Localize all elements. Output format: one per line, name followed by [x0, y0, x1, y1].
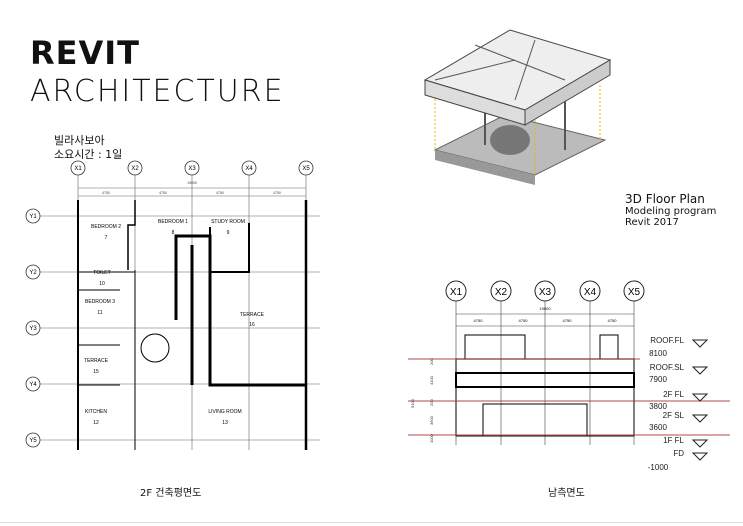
floor-plan: X1 X2 X3 X4 X5 Y1 Y2 Y3 Y4 Y5 19000 4750… — [25, 160, 320, 450]
grid-x4: X4 — [584, 287, 597, 298]
room-label: TOILET — [93, 270, 110, 276]
room-number: 11 — [97, 310, 102, 316]
grid-x5: X5 — [628, 287, 641, 298]
elevation-caption: 남측면도 — [548, 488, 585, 499]
project-name: 빌라사보아 — [54, 134, 105, 147]
room-number: 12 — [93, 420, 99, 426]
grid-y2: Y2 — [29, 270, 37, 276]
level-value: -1000 — [648, 463, 669, 472]
dim-span: 4750 — [273, 191, 281, 195]
dim-span: 4750 — [216, 191, 224, 195]
grid-x2: X2 — [495, 287, 508, 298]
3d-model-image — [423, 29, 612, 185]
room-number: 16 — [249, 322, 255, 328]
dim-vertical: 200 — [429, 399, 434, 406]
level-name: 2F SL — [663, 411, 685, 420]
room-label: BEDROOM 2 — [91, 224, 121, 230]
dim-vertical: 1000 — [429, 433, 434, 443]
dim-total: 19000 — [187, 181, 197, 185]
title-revit: REVIT — [30, 34, 140, 72]
project-duration: 소요시간 : 1일 — [54, 148, 123, 161]
room-label: STUDY ROOM — [211, 219, 245, 225]
grid-x2: X2 — [131, 166, 139, 172]
3d-program-version: Revit 2017 — [625, 217, 679, 228]
room-label: TERRACE — [84, 358, 109, 364]
room-number: 10 — [99, 281, 105, 287]
level-name: 2F FL — [663, 390, 684, 399]
grid-x1: X1 — [450, 287, 463, 298]
dim-span: 4750 — [608, 318, 618, 323]
3d-info: 3D Floor Plan Modeling program Revit 201… — [625, 192, 716, 228]
plan-caption: 2F 건축평면도 — [140, 488, 202, 499]
level-name: ROOF.FL — [650, 336, 684, 345]
3d-program-label: Modeling program — [625, 206, 717, 217]
dim-span: 4750 — [102, 191, 110, 195]
grid-x5: X5 — [302, 166, 310, 172]
grid-x4: X4 — [245, 166, 253, 172]
grid-y4: Y4 — [29, 382, 37, 388]
grid-y3: Y3 — [29, 326, 37, 332]
title-architecture: ARCHITECTURE — [30, 74, 285, 109]
room-label: TERRACE — [240, 312, 265, 318]
room-number: 8 — [172, 230, 175, 236]
level-name: FD — [673, 449, 684, 458]
grid-x3: X3 — [188, 166, 196, 172]
room-label: LIVING ROOM — [208, 409, 241, 415]
grid-y1: Y1 — [29, 214, 37, 220]
dim-vertical: 3600 — [429, 415, 434, 425]
room-number: 7 — [105, 235, 108, 241]
room-number: 13 — [222, 420, 228, 426]
level-value: 8100 — [649, 349, 667, 358]
dim-vertical: 200 — [429, 358, 434, 365]
room-label: BEDROOM 1 — [158, 219, 188, 225]
dim-vertical: 9100 — [410, 398, 415, 408]
level-name: ROOF.SL — [650, 363, 685, 372]
level-value: 3600 — [649, 423, 667, 432]
dim-vertical: 4100 — [429, 375, 434, 385]
divider — [0, 522, 743, 523]
level-name: 1F FL — [663, 436, 684, 445]
level-value: 3800 — [649, 402, 667, 411]
south-elevation: X1 X2 X3 X4 X5 19000 4750 4750 4750 4750… — [408, 280, 730, 472]
grid-y5: Y5 — [29, 438, 37, 444]
dim-span: 4750 — [519, 318, 529, 323]
dim-span: 4750 — [563, 318, 573, 323]
level-value: 7900 — [649, 375, 667, 384]
room-number: 15 — [93, 369, 99, 375]
project-meta: 빌라사보아 소요시간 : 1일 — [54, 134, 122, 162]
dim-total: 19000 — [539, 306, 551, 311]
grid-x3: X3 — [539, 287, 552, 298]
dim-span: 4750 — [474, 318, 484, 323]
room-number: 9 — [227, 230, 230, 236]
room-label: KITCHEN — [85, 409, 107, 415]
room-label: BEDROOM 3 — [85, 299, 115, 305]
dim-span: 4750 — [159, 191, 167, 195]
3d-title: 3D Floor Plan — [625, 192, 705, 206]
grid-x1: X1 — [74, 166, 82, 172]
